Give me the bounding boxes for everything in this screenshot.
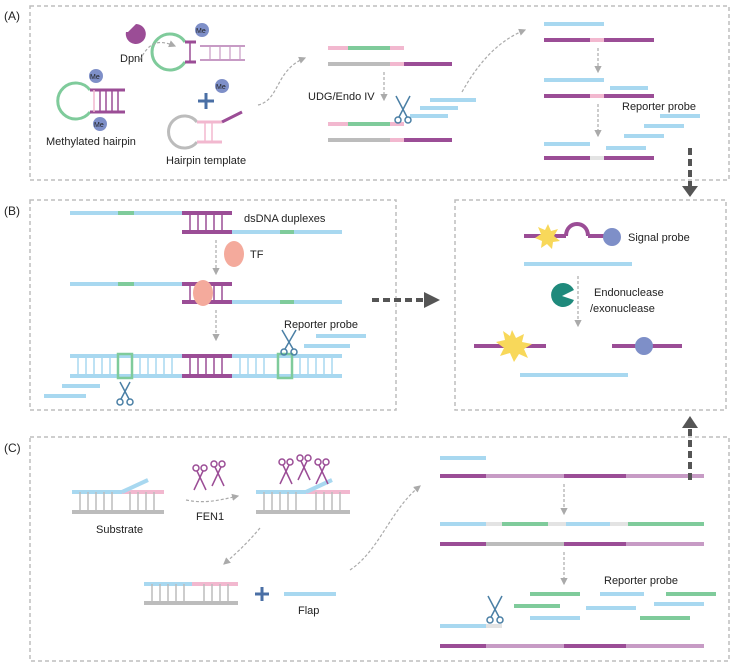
fluorophore-burst-icon [496, 330, 532, 362]
fluorophore-star-icon [535, 224, 560, 249]
arrow-dpni [139, 40, 177, 61]
methyl-mark-icon [93, 117, 107, 131]
amplification-strands [544, 22, 700, 160]
arrowhead-a-to-output [682, 186, 698, 197]
endonuclease-label-line2: /exonuclease [590, 303, 655, 315]
fen1-label: FEN1 [196, 511, 224, 523]
scissors-icon [116, 381, 134, 406]
duplex-strands [328, 46, 452, 66]
panel-a-border [29, 5, 730, 181]
panel-c-border [29, 436, 730, 662]
panel-b: (B) dsDNA duplexes TF [4, 199, 397, 411]
panel-a-letter: (A) [4, 9, 20, 23]
reporter-probe-label-c: Reporter probe [604, 575, 678, 587]
panel-c: (C) Substrate FEN1 [4, 436, 730, 662]
tf-protein-icon [224, 241, 244, 267]
panel-b-border [29, 199, 397, 411]
arrowhead-b-to-output [424, 292, 440, 308]
fen1-bound-substrate [256, 478, 350, 514]
signal-probe-label: Signal probe [628, 232, 690, 244]
flap-label: Flap [298, 605, 319, 617]
methyl-mark-icon [195, 23, 209, 37]
plus-icon [198, 93, 214, 109]
arrow-to-duplex [257, 56, 307, 106]
dsdna-duplexes-label: dsDNA duplexes [244, 213, 326, 225]
c-amplification-strands [440, 456, 716, 648]
panel-output-border [454, 199, 727, 411]
dpni-enzyme-icon [125, 24, 146, 44]
methyl-mark-icon [89, 69, 103, 83]
quencher-icon [635, 337, 653, 355]
scissors-icon [394, 95, 412, 124]
tf-label: TF [250, 249, 264, 261]
cleaved-duplex [328, 98, 476, 142]
tf-bound-duplex [70, 282, 342, 304]
methylated-hairpin [56, 81, 125, 121]
scissors-icon [280, 329, 298, 356]
quencher-icon [603, 228, 621, 246]
methyl-mark-label: Me [90, 74, 100, 81]
panel-output: Signal probe Endonuclease /exonuclease [454, 199, 727, 411]
reporter-probe-label-a: Reporter probe [622, 101, 696, 113]
cleaved-hairpin [150, 32, 245, 72]
arrow-fen1 [185, 493, 240, 503]
plus-icon [255, 587, 269, 601]
arrow-c-down [223, 527, 261, 565]
methyl-mark-icon [215, 79, 229, 93]
methyl-mark-label: Me [216, 84, 226, 91]
panel-a: (A) DpnI Me Me Methylated hairpin [4, 5, 730, 181]
substrate-duplex [72, 478, 164, 514]
dsdna-duplex [70, 211, 342, 234]
dpni-label: DpnI [120, 53, 143, 65]
methyl-mark-label: Me [94, 122, 104, 129]
tf-protein-icon [193, 280, 213, 306]
scissors-icon [486, 595, 504, 624]
endonuclease-label-line1: Endonuclease [594, 287, 664, 299]
arrow-to-cycle [461, 28, 527, 93]
arrowhead-c-to-output [682, 416, 698, 428]
reporter-probe-label-b: Reporter probe [284, 319, 358, 331]
hairpin-template-label: Hairpin template [166, 155, 246, 167]
hairpin-template [167, 110, 243, 150]
panel-b-letter: (B) [4, 204, 20, 218]
panel-c-letter: (C) [4, 441, 21, 455]
nuclease-icon [551, 283, 574, 308]
udg-endo-label: UDG/Endo IV [308, 91, 375, 103]
fen1-enzyme-icon [192, 460, 226, 491]
arrow-to-c-cycle [349, 485, 421, 571]
methyl-mark-label: Me [196, 28, 206, 35]
long-duplex [44, 334, 366, 398]
fen1-enzyme-icon [278, 454, 330, 485]
methylated-hairpin-label: Methylated hairpin [46, 136, 136, 148]
substrate-label: Substrate [96, 524, 143, 536]
cleaved-substrate [144, 582, 238, 605]
